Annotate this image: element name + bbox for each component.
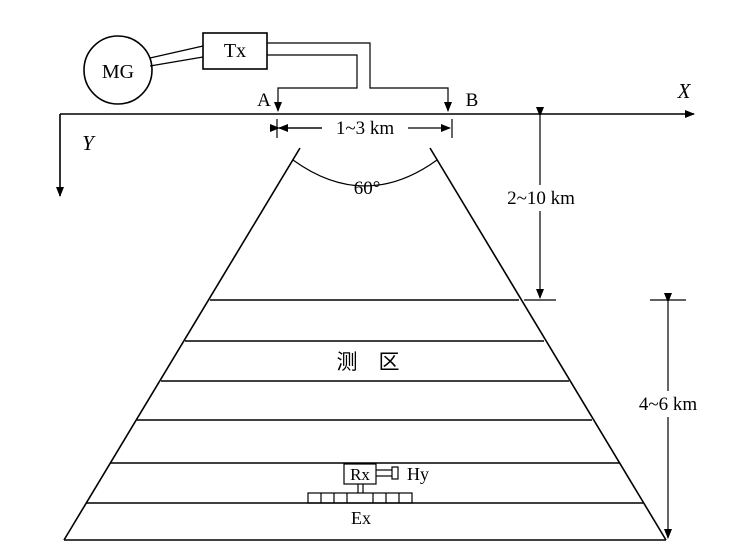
transmitter-box	[202, 32, 268, 70]
cable-upper	[149, 45, 204, 59]
generator-label: MG	[102, 61, 134, 83]
electrode-b-label: B	[466, 90, 479, 111]
hy-label: Hy	[407, 464, 429, 484]
hy-sensor	[391, 466, 399, 480]
survey-area-label: 测 区	[337, 350, 400, 374]
y-axis-label: Y	[82, 131, 96, 155]
x-axis-label: X	[677, 79, 692, 103]
depth-offset-label: 2~10 km	[507, 188, 575, 209]
cone-right-edge	[429, 147, 667, 541]
ab-spacing-label: 1~3 km	[336, 118, 395, 139]
ex-electrode-array	[307, 492, 413, 504]
receiver-box	[343, 463, 377, 485]
wire-to-b	[267, 42, 452, 112]
wire-to-a	[267, 54, 358, 112]
transmitter-label: Tx	[224, 40, 246, 62]
receiver-label: Rx	[350, 465, 370, 484]
angle-label: 60°	[354, 178, 381, 199]
ex-label: Ex	[351, 508, 371, 528]
electrode-a-label: A	[257, 90, 271, 111]
depth-offset-bg	[490, 185, 590, 211]
generator-circle	[83, 35, 153, 105]
cone-left-edge	[63, 147, 301, 541]
cable-lower	[149, 56, 204, 67]
survey-depth-label: 4~6 km	[639, 394, 698, 415]
angle-arc	[292, 159, 438, 187]
survey-depth-bg	[618, 391, 718, 417]
